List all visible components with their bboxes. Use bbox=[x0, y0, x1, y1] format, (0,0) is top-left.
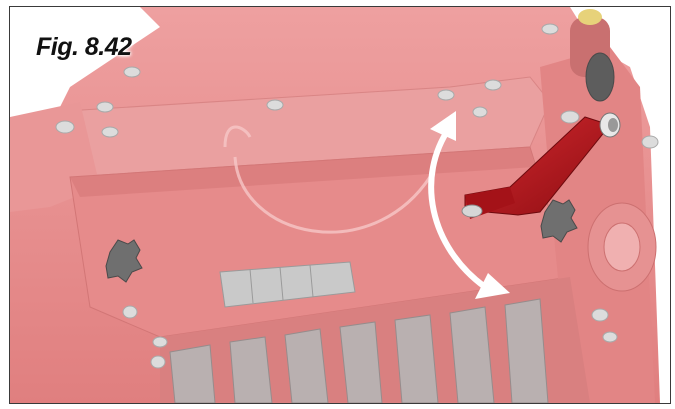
machine-illustration bbox=[10, 7, 670, 403]
figure-label: Fig. 8.42 bbox=[36, 33, 132, 62]
figure-frame: Fig. 8.42 bbox=[9, 6, 671, 404]
